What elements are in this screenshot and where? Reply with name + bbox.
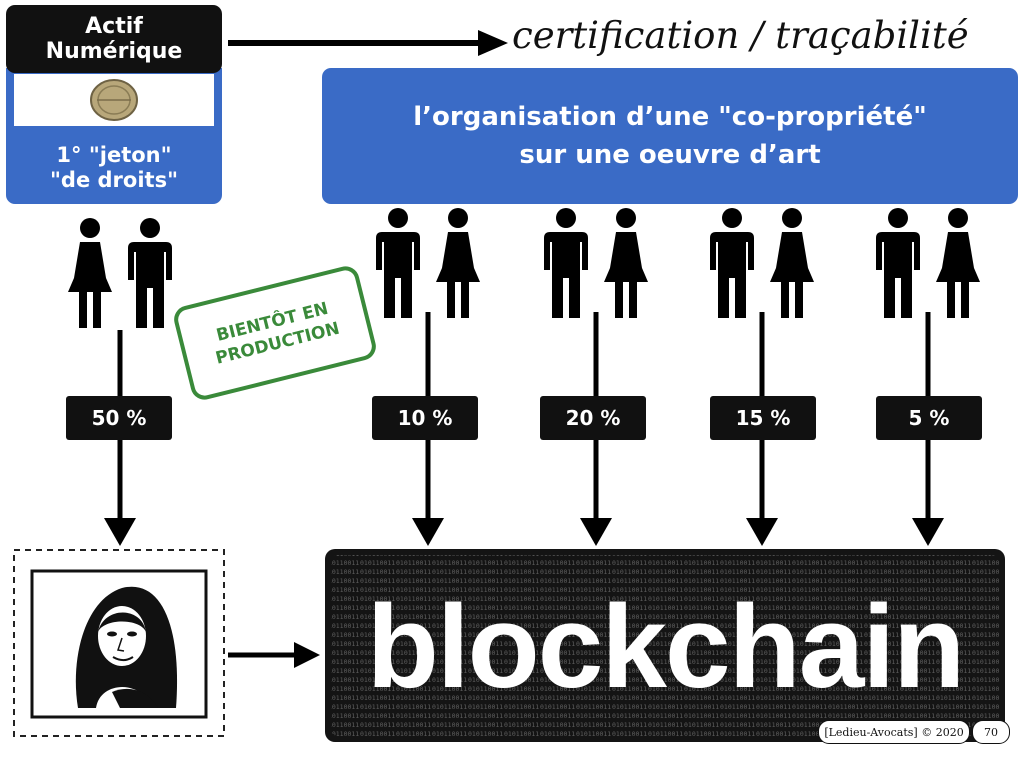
postage-stamp <box>13 549 225 737</box>
person-group-1 <box>60 216 180 336</box>
woman-icon <box>936 208 980 318</box>
man-icon <box>710 208 754 318</box>
blockchain-label: blockchain <box>366 581 965 713</box>
share-label-1: 50 % <box>91 406 147 430</box>
co-ownership-banner-text: l’organisation d’une "co-propriété" sur … <box>413 102 927 170</box>
person-group-4 <box>702 206 822 326</box>
man-icon <box>376 208 420 318</box>
page-number: 70 <box>972 720 1010 744</box>
stamp-arrow-head <box>294 642 320 668</box>
blockchain-block <box>325 549 1005 742</box>
share-box-4: 15 % <box>710 396 816 440</box>
top-arrow-head <box>478 30 508 56</box>
woman-icon <box>604 208 648 318</box>
token-label: 1° "jeton" "de droits" <box>49 143 179 192</box>
coin-panel <box>14 74 214 126</box>
person-group-5 <box>868 206 988 326</box>
asset-title-box: Actif Numérique <box>6 5 222 73</box>
person-group-2 <box>368 206 488 326</box>
share-box-1: 50 % <box>66 396 172 440</box>
woman-icon <box>436 208 480 318</box>
production-stamp-text: BIENTÔT EN PRODUCTION <box>213 298 342 369</box>
asset-title: Actif Numérique <box>45 14 183 64</box>
mona-lisa-portrait <box>75 586 178 708</box>
header-text: certification / traçabilité <box>512 14 969 57</box>
woman-icon <box>68 218 112 328</box>
token-label-box: 1° "jeton" "de droits" <box>6 136 222 200</box>
share-box-5: 5 % <box>876 396 982 440</box>
share-box-2: 10 % <box>372 396 478 440</box>
woman-icon <box>770 208 814 318</box>
person-group-3 <box>536 206 656 326</box>
share-box-3: 20 % <box>540 396 646 440</box>
co-ownership-banner: l’organisation d’une "co-propriété" sur … <box>322 68 1018 204</box>
share-label-3: 20 % <box>565 406 621 430</box>
man-icon <box>544 208 588 318</box>
footer-credit: [Ledieu-Avocats] © 2020 <box>818 720 970 744</box>
coin-icon <box>90 79 138 121</box>
man-icon <box>128 218 172 328</box>
share-label-5: 5 % <box>908 406 950 430</box>
man-icon <box>876 208 920 318</box>
share-label-2: 10 % <box>397 406 453 430</box>
share-label-4: 15 % <box>735 406 791 430</box>
